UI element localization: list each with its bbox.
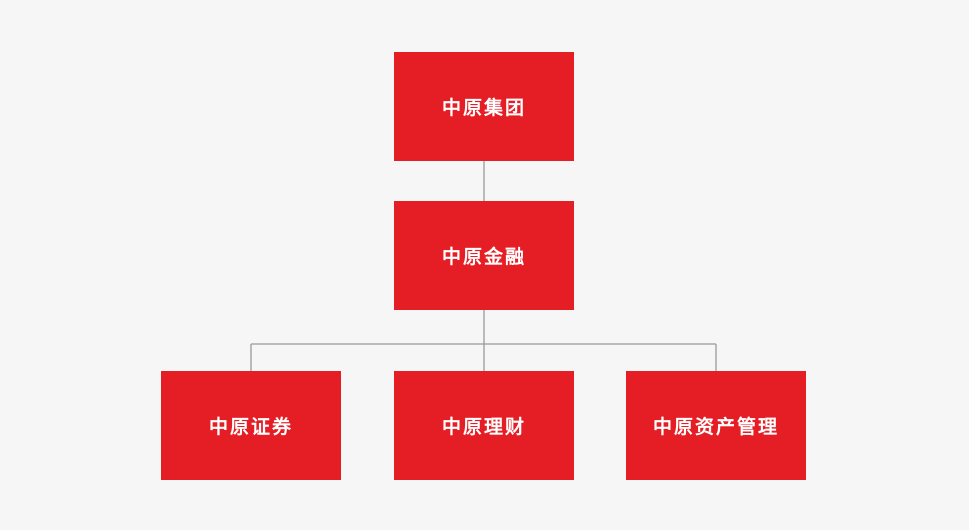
node-label: 中原集团	[441, 97, 526, 119]
node-label: 中原金融	[441, 246, 526, 268]
node-zhongyuan-securities: 中原证券	[161, 371, 341, 480]
node-label: 中原理财	[441, 416, 526, 438]
node-label: 中原资产管理	[652, 416, 779, 438]
node-zhongyuan-wealth-management: 中原理财	[394, 371, 574, 480]
node-zhongyuan-asset-management: 中原资产管理	[626, 371, 806, 480]
node-zhongyuan-finance: 中原金融	[394, 201, 574, 310]
node-label: 中原证券	[208, 416, 293, 438]
node-zhongyuan-group: 中原集团	[394, 52, 574, 161]
